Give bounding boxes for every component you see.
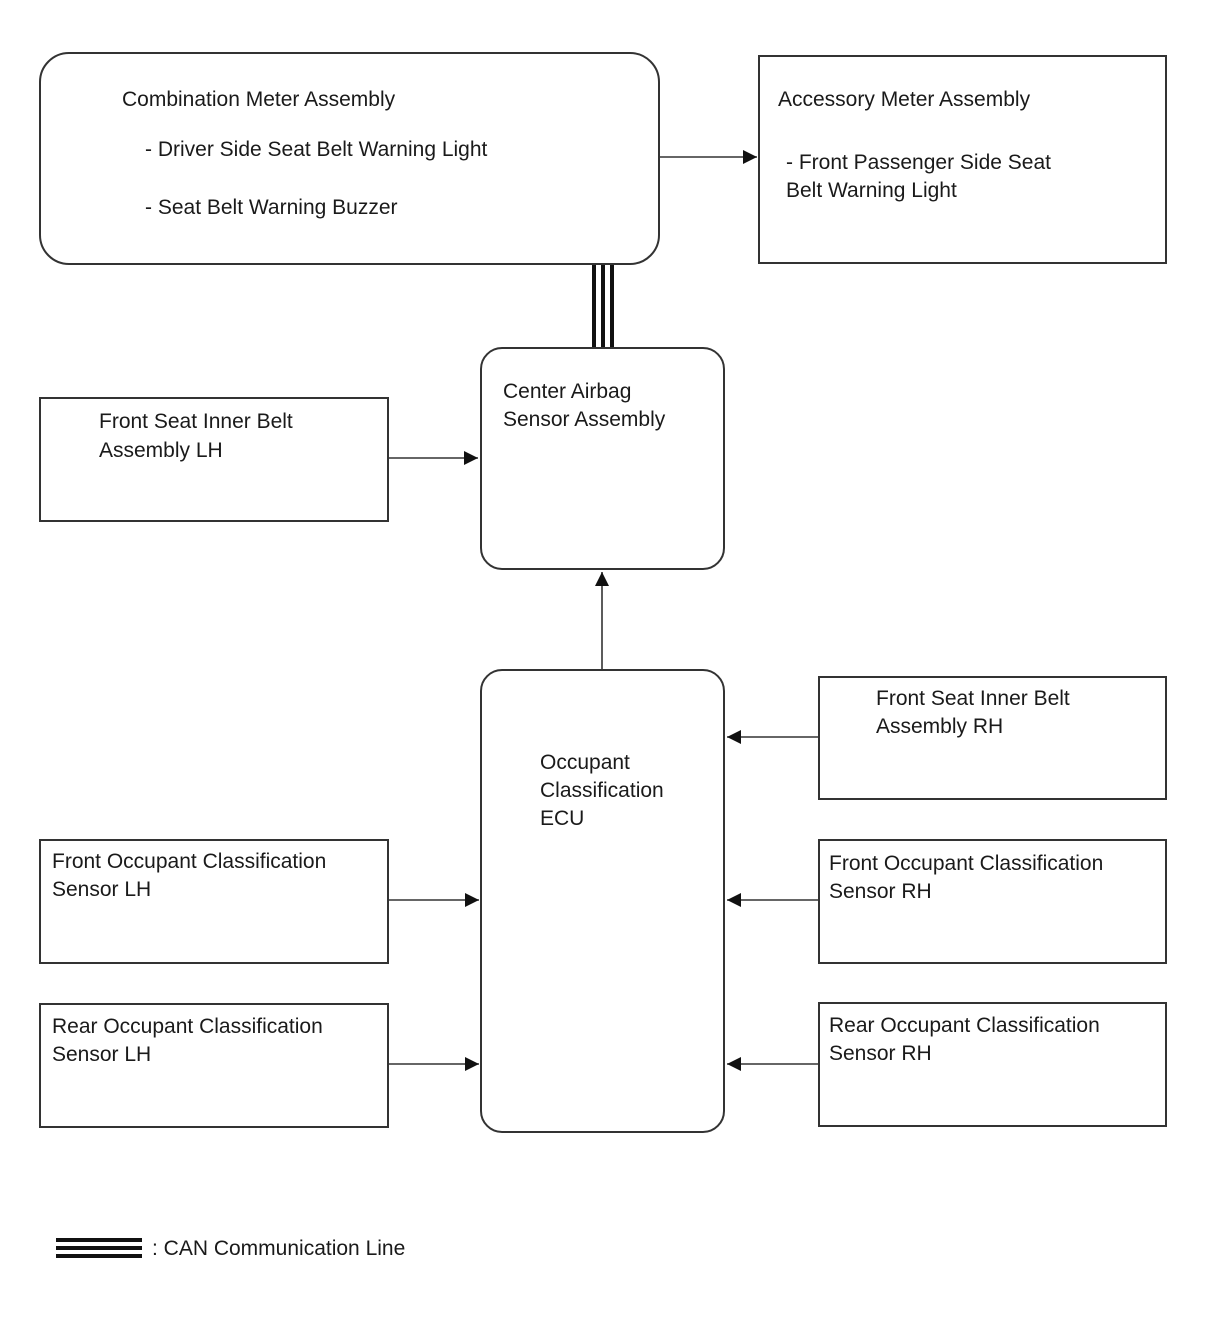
- accessory-meter-title: Accessory Meter Assembly: [778, 88, 1031, 111]
- rear-occupant-sensor-rh-box: [818, 1002, 1167, 1127]
- combination-meter-assembly-box: [39, 52, 660, 265]
- front-belt-lh-line2: Assembly LH: [99, 439, 223, 462]
- can-communication-line: [592, 264, 614, 348]
- rear-sensor-lh-line2: Sensor LH: [52, 1043, 152, 1066]
- rear-sensor-lh-line1: Rear Occupant Classification: [52, 1015, 323, 1038]
- combination-meter-title: Combination Meter Assembly: [122, 88, 396, 111]
- front-passenger-warning-light-line1: - Front Passenger Side Seat: [786, 151, 1051, 174]
- center-airbag-sensor-assembly-box: [480, 347, 725, 570]
- front-sensor-rh-line2: Sensor RH: [829, 880, 932, 903]
- rear-sensor-rh-line1: Rear Occupant Classification: [829, 1014, 1100, 1037]
- front-belt-rh-line2: Assembly RH: [876, 715, 1004, 738]
- front-belt-rh-line1: Front Seat Inner Belt: [876, 687, 1070, 710]
- center-airbag-label-line2: Sensor Assembly: [503, 408, 666, 431]
- front-sensor-lh-line1: Front Occupant Classification: [52, 850, 327, 873]
- front-occupant-sensor-lh-box: [39, 839, 389, 964]
- accessory-meter-assembly-box: [758, 55, 1167, 264]
- seat-belt-warning-buzzer-label: - Seat Belt Warning Buzzer: [145, 196, 398, 219]
- ecu-label-line2: Classification: [540, 779, 664, 802]
- rear-sensor-rh-line2: Sensor RH: [829, 1042, 932, 1065]
- front-sensor-rh-line1: Front Occupant Classification: [829, 852, 1104, 875]
- can-line-legend-label: : CAN Communication Line: [152, 1237, 406, 1260]
- center-airbag-label-line1: Center Airbag: [503, 380, 632, 403]
- front-occupant-sensor-rh-box: [818, 839, 1167, 964]
- front-passenger-warning-light-line2: Belt Warning Light: [786, 179, 957, 202]
- occupant-classification-ecu-box: [480, 669, 725, 1133]
- front-seat-inner-belt-lh-box: [39, 397, 389, 522]
- front-sensor-lh-line2: Sensor LH: [52, 878, 152, 901]
- front-belt-lh-line1: Front Seat Inner Belt: [99, 410, 293, 433]
- can-line-legend-swatch: [56, 1238, 142, 1258]
- ecu-label-line1: Occupant: [540, 751, 630, 774]
- front-seat-inner-belt-rh-box: [818, 676, 1167, 800]
- rear-occupant-sensor-lh-box: [39, 1003, 389, 1128]
- ecu-label-line3: ECU: [540, 807, 585, 830]
- driver-seat-belt-warning-light-label: - Driver Side Seat Belt Warning Light: [145, 138, 488, 161]
